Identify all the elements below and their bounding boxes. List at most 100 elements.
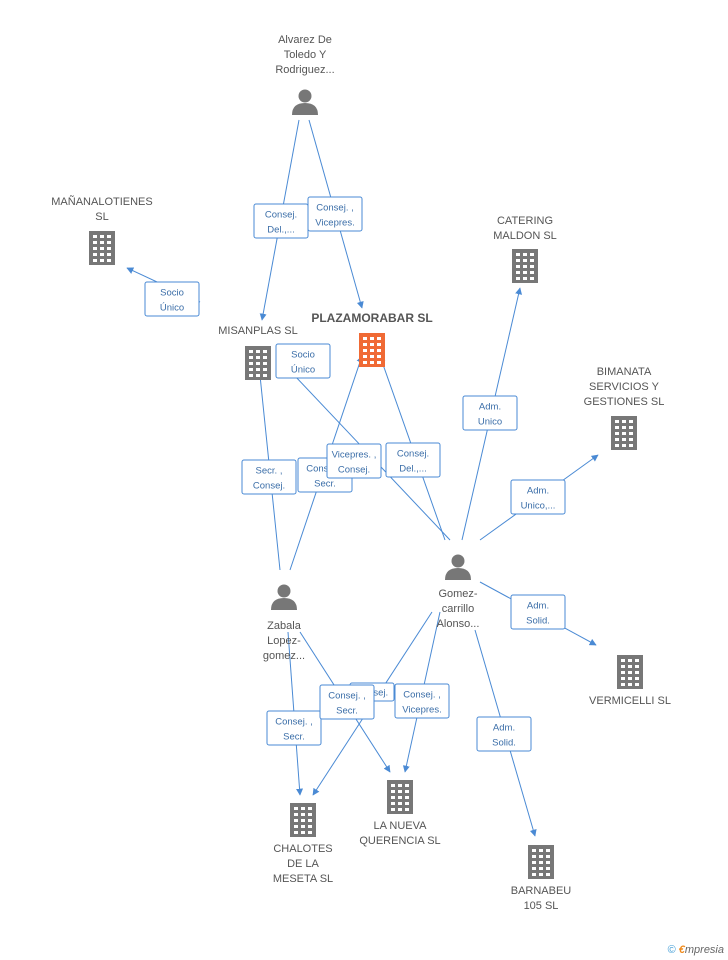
- node-label: SL: [95, 211, 108, 223]
- node-gomez[interactable]: Gomez-carrilloAlonso...: [437, 554, 480, 631]
- edge-label-zabala-nueva[interactable]: Consej. ,Secr.: [319, 684, 375, 720]
- node-label: Alvarez De: [278, 34, 332, 46]
- node-label: VERMICELLI SL: [589, 695, 671, 707]
- building-window: [107, 235, 111, 238]
- edge-label-box: [476, 716, 532, 752]
- node-label: Lopez-: [267, 635, 301, 647]
- edge-label-box: [144, 281, 200, 317]
- building-window: [249, 362, 253, 365]
- node-mananalotienes[interactable]: MAÑANALOTIENES SL: [51, 195, 153, 265]
- building-window: [622, 438, 626, 441]
- building-window: [539, 849, 543, 852]
- building-window: [405, 790, 409, 793]
- building-window: [263, 368, 267, 371]
- edge-label-text: Adm.: [493, 723, 515, 734]
- person-head: [298, 89, 312, 103]
- building-window: [523, 253, 527, 256]
- node-label: MISANPLAS SL: [218, 325, 297, 337]
- building-window: [539, 873, 543, 876]
- building-window: [100, 241, 104, 244]
- building-window: [523, 277, 527, 280]
- building-window: [377, 355, 381, 358]
- edge-label-gomez-vermicelli[interactable]: Adm.Solid.: [510, 594, 566, 630]
- building-window: [635, 665, 639, 668]
- edge-label-alvarez-plazamorabar[interactable]: Consej. ,Vicepres.: [307, 196, 363, 232]
- building-window: [532, 867, 536, 870]
- edge-label-zabala-misanplas[interactable]: Secr. ,Consej.: [241, 459, 297, 495]
- building-window: [256, 362, 260, 365]
- building-window: [301, 807, 305, 810]
- building-window: [398, 802, 402, 805]
- building-window: [107, 259, 111, 262]
- edge-label-alvarez-misanplas[interactable]: Consej.Del.,...: [253, 203, 309, 239]
- building-window: [256, 356, 260, 359]
- node-label: Gomez-: [438, 588, 477, 600]
- node-label: LA NUEVA: [374, 820, 428, 832]
- edge-label-box: [266, 710, 322, 746]
- edge-label-text: Vicepres.: [315, 218, 354, 229]
- edge-label-box: [241, 459, 297, 495]
- building-icon: [387, 780, 413, 814]
- building-window: [301, 813, 305, 816]
- edge-label-text: Secr.: [314, 479, 336, 490]
- building-icon: [512, 249, 538, 283]
- building-window: [107, 241, 111, 244]
- edge-label-gomez-misanplas[interactable]: Vicepres. ,Consej.: [326, 443, 382, 479]
- building-window: [93, 259, 97, 262]
- edge-label-gomez-catering[interactable]: Adm.Unico: [462, 395, 518, 431]
- building-window: [398, 808, 402, 811]
- building-window: [93, 253, 97, 256]
- building-window: [621, 671, 625, 674]
- building-window: [370, 349, 374, 352]
- building-icon: [359, 333, 385, 367]
- building-window: [546, 867, 550, 870]
- building-window: [546, 855, 550, 858]
- edge-label-zabala-chalotes[interactable]: Consej. ,Secr.: [266, 710, 322, 746]
- node-misanplas[interactable]: MISANPLAS SL: [218, 325, 298, 380]
- person-head: [277, 584, 291, 598]
- building-window: [546, 849, 550, 852]
- building-window: [530, 265, 534, 268]
- node-zabala[interactable]: ZabalaLopez-gomez...: [263, 584, 305, 663]
- building-window: [621, 677, 625, 680]
- building-window: [377, 343, 381, 346]
- person-icon: [271, 584, 297, 610]
- building-window: [516, 259, 520, 262]
- node-label: BARNABEU: [511, 885, 572, 897]
- edge-label-text: Consej.: [265, 210, 297, 221]
- building-window: [628, 659, 632, 662]
- edge-label-gomez-plazamorabar[interactable]: Consej.Del.,...: [385, 442, 441, 478]
- node-vermicelli[interactable]: VERMICELLI SL: [589, 655, 671, 707]
- building-window: [629, 438, 633, 441]
- building-window: [621, 683, 625, 686]
- building-window: [621, 659, 625, 662]
- building-window: [635, 683, 639, 686]
- building-window: [622, 420, 626, 423]
- building-window: [263, 350, 267, 353]
- node-label: SERVICIOS Y: [589, 381, 660, 393]
- building-window: [249, 350, 253, 353]
- node-plazamorabar[interactable]: PLAZAMORABAR SL: [311, 311, 433, 367]
- building-window: [256, 350, 260, 353]
- edge-label-gomez-nueva[interactable]: Consej. ,Vicepres.: [394, 683, 450, 719]
- building-window: [516, 277, 520, 280]
- footer-brand: © €mpresia: [668, 944, 724, 956]
- node-label: MAÑANALOTIENES: [51, 195, 152, 208]
- edge-label-gomez-barnabeu[interactable]: Adm.Solid.: [476, 716, 532, 752]
- building-window: [628, 677, 632, 680]
- building-window: [363, 337, 367, 340]
- building-window: [523, 259, 527, 262]
- edge-label-gomez-bimanata[interactable]: Adm.Unico,...: [510, 479, 566, 515]
- node-label: MALDON SL: [493, 230, 557, 242]
- building-window: [532, 861, 536, 864]
- edge-label-text: Secr.: [336, 706, 358, 717]
